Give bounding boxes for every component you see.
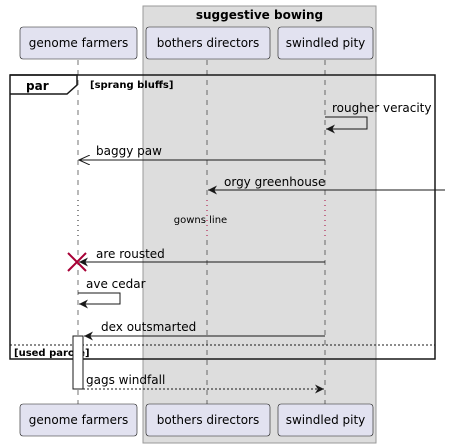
participant-label: bothers directors <box>157 413 260 427</box>
participant-label: genome farmers <box>29 413 128 427</box>
message-ave-cedar: ave cedar <box>78 277 146 309</box>
participant-label: bothers directors <box>157 36 260 50</box>
delay-marker: gowns line <box>76 200 327 240</box>
participant-genome-farmers-bottom: genome farmers <box>19 403 138 437</box>
par-else-guard: [used parole] <box>14 348 90 359</box>
par-fragment <box>9 74 436 360</box>
message-are-rousted: are rousted <box>79 247 325 267</box>
par-keyword: par <box>26 79 49 93</box>
participant-label: swindled pity <box>286 36 366 50</box>
participant-box <box>142 5 377 444</box>
destroy-icon <box>67 252 87 272</box>
message-label: gags windfall <box>86 373 165 387</box>
message-rougher-veracity: rougher veracity <box>325 101 431 134</box>
activation-bar <box>72 335 84 390</box>
message-label: orgy greenhouse <box>224 175 325 189</box>
participant-bothers-directors-bottom: bothers directors <box>145 403 271 437</box>
participant-label: swindled pity <box>286 413 366 427</box>
message-label: rougher veracity <box>332 101 431 115</box>
message-gags-windfall: gags windfall <box>83 373 324 394</box>
message-label: dex outsmarted <box>101 320 196 334</box>
par-fragment-tab <box>10 74 78 95</box>
participant-bothers-directors-top: bothers directors <box>145 26 271 60</box>
message-label: ave cedar <box>86 277 146 291</box>
message-dex-outsmarted: dex outsmarted <box>84 320 325 341</box>
participant-label: genome farmers <box>29 36 128 50</box>
message-baggy-paw: baggy paw <box>79 144 325 160</box>
participant-swindled-pity-top: swindled pity <box>277 26 374 60</box>
par-guard: [sprang bluffs] <box>90 80 173 91</box>
participant-genome-farmers-top: genome farmers <box>19 26 138 60</box>
participant-box-title: suggestive bowing <box>196 8 323 22</box>
message-label: baggy paw <box>96 144 162 158</box>
message-orgy-greenhouse: orgy greenhouse <box>208 175 445 195</box>
delay-label: gowns line <box>174 215 227 226</box>
participant-swindled-pity-bottom: swindled pity <box>277 403 374 437</box>
message-label: are rousted <box>96 247 165 261</box>
